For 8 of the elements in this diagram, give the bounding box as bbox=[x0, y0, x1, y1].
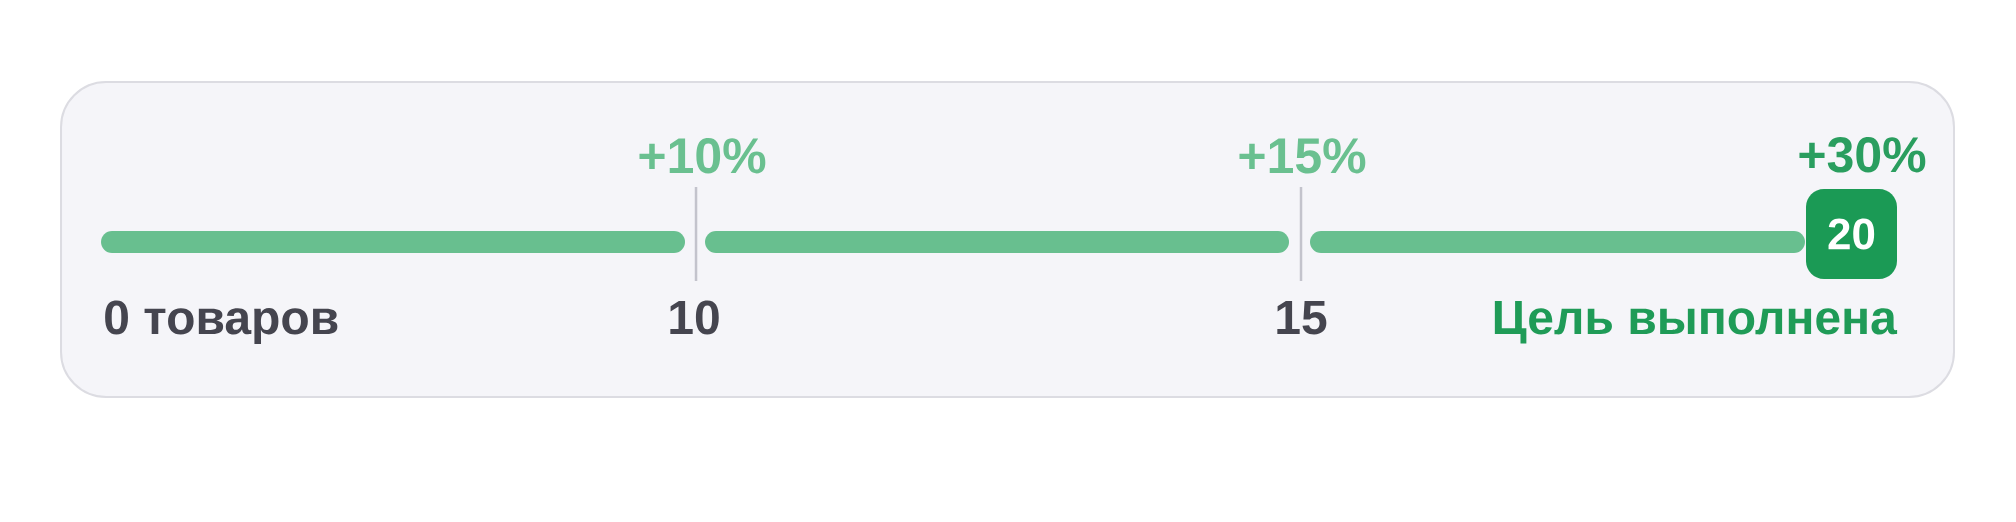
count-label: 15 bbox=[1277, 300, 1327, 335]
percent-label: +15% bbox=[1239, 138, 1366, 174]
status-text: Цель выполнена bbox=[1494, 300, 1898, 344]
percent-label: +10% bbox=[639, 138, 766, 174]
count-label: 10 bbox=[670, 300, 719, 335]
percent-label: +30% bbox=[1799, 137, 1926, 173]
count-label: 0 товаров bbox=[105, 300, 338, 344]
count-badge: 20 bbox=[1806, 189, 1897, 279]
